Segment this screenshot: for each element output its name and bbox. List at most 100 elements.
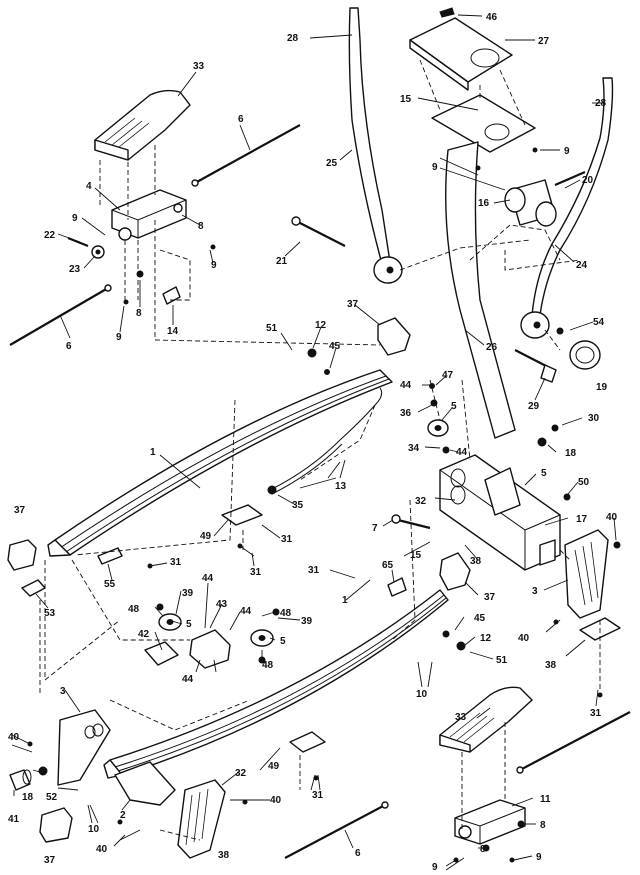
callout-9-bracket: 9: [72, 213, 78, 224]
plate-49-lower: [289, 731, 326, 753]
shaft-6-upper: [191, 124, 301, 187]
callout-30: 30: [588, 413, 600, 424]
callout-39-left: 39: [182, 588, 194, 599]
callout-9-right-of-bracket: 9: [211, 260, 217, 271]
callout-45-upper: 45: [329, 341, 341, 352]
callout-1-upper: 1: [150, 447, 156, 458]
pin-29: [514, 349, 557, 383]
callout-5-upper: 5: [451, 401, 457, 412]
callout-42: 42: [138, 629, 150, 640]
pivot-bracket-16: [504, 170, 586, 227]
rail-lower: [103, 589, 449, 779]
callout-9-console-left: 9: [432, 162, 438, 173]
pedal-lower-right: [439, 686, 533, 753]
callout-40-right: 40: [606, 512, 618, 523]
callout-50: 50: [578, 477, 590, 488]
callout-31-under-plate: 31: [250, 567, 262, 578]
callout-48-right: 48: [280, 608, 292, 619]
callout-9-bottom-right: 9: [536, 852, 542, 863]
callout-49-upper: 49: [200, 531, 212, 542]
callout-9-console-right: 9: [564, 146, 570, 157]
wheel-5-upper: [427, 419, 449, 437]
callout-18-upper: 18: [565, 448, 577, 459]
callout-43: 43: [216, 599, 228, 610]
bracket-53: [21, 579, 46, 597]
callout-8-lower-upper: 8: [540, 820, 546, 831]
knob-19: [569, 340, 601, 370]
callout-45-lower: 45: [474, 613, 486, 624]
assembly-lines: [39, 59, 601, 841]
callout-44-right-mid: 44: [240, 606, 252, 617]
callout-20: 20: [582, 175, 594, 186]
bolt-21: [291, 216, 346, 247]
callout-31-upper: 31: [281, 534, 293, 545]
cable-13: [269, 387, 383, 495]
callout-21: 21: [276, 256, 288, 267]
bracket-43: [189, 629, 231, 669]
callout-51-upper: 51: [266, 323, 278, 334]
callout-40-left: 40: [8, 732, 20, 743]
callout-19: 19: [596, 382, 608, 393]
end-cap-41: [9, 769, 32, 791]
shaft-6-lower-mid: [284, 801, 389, 859]
callout-8-bottom: 8: [480, 844, 486, 855]
callout-6-left: 6: [66, 341, 72, 352]
callout-labels: 46 28 27 33 6 15 28 9 9 25 4 8 9 22 23 9…: [8, 12, 618, 873]
shaft-6-lower-right: [516, 711, 631, 774]
callout-25: 25: [326, 158, 338, 169]
callout-24: 24: [576, 260, 588, 271]
plate-65: [387, 577, 407, 597]
callout-37-upper: 37: [347, 299, 359, 310]
pedal-bracket-right: [454, 799, 526, 845]
callout-34: 34: [408, 443, 420, 454]
callout-6-upper: 6: [238, 114, 244, 125]
callout-10-right: 10: [416, 689, 428, 700]
callout-2: 2: [120, 810, 126, 821]
callout-5-right: 5: [280, 636, 286, 647]
callout-27: 27: [538, 36, 550, 47]
center-frame-17: [439, 454, 561, 571]
callout-15-upper: 15: [400, 94, 412, 105]
callout-33-lower: 33: [455, 712, 467, 723]
callout-3-left: 3: [60, 686, 66, 697]
callout-32-lower: 32: [235, 768, 247, 779]
upright-26: [445, 141, 516, 439]
callout-31-lower: 31: [312, 790, 324, 801]
end-cap-37-lower: [39, 807, 73, 843]
callout-29: 29: [528, 401, 540, 412]
callout-23: 23: [69, 264, 81, 275]
callout-40-bottom: 40: [96, 844, 108, 855]
callout-16-upper: 16: [478, 198, 490, 209]
callout-40-lower: 40: [270, 795, 282, 806]
callout-18-lower: 18: [22, 792, 34, 803]
callout-36: 36: [400, 408, 412, 419]
bolt-7: [391, 514, 431, 530]
callout-37-lower-mid: 37: [484, 592, 496, 603]
callout-4: 4: [86, 181, 92, 192]
plate-49-upper: [221, 504, 263, 526]
callout-38-right: 38: [545, 660, 557, 671]
callout-44-left: 44: [202, 573, 214, 584]
callout-8-mid: 8: [136, 308, 142, 319]
roller-housing-lower: [177, 779, 226, 859]
console-mount-plate: [431, 94, 536, 153]
callout-12-upper: 12: [315, 320, 327, 331]
callout-38-mid: 38: [470, 556, 482, 567]
callout-7: 7: [372, 523, 378, 534]
roller-housing-right: [564, 529, 609, 619]
callout-9-bottom-left: 9: [432, 862, 438, 873]
callout-41: 41: [8, 814, 20, 825]
callout-17: 17: [576, 514, 588, 525]
callout-44-bottom: 44: [182, 674, 194, 685]
callout-54: 54: [593, 317, 605, 328]
callout-11: 11: [540, 794, 551, 805]
bracket-55: [97, 547, 123, 565]
callout-26: 26: [486, 342, 498, 353]
callout-37-lower: 37: [44, 855, 56, 866]
callout-35: 35: [292, 500, 304, 511]
callout-9-lower-bracket: 9: [116, 332, 122, 343]
foot-37-mid: [439, 552, 471, 591]
pedal-bracket-left: [111, 189, 187, 241]
callout-48-left: 48: [128, 604, 140, 615]
